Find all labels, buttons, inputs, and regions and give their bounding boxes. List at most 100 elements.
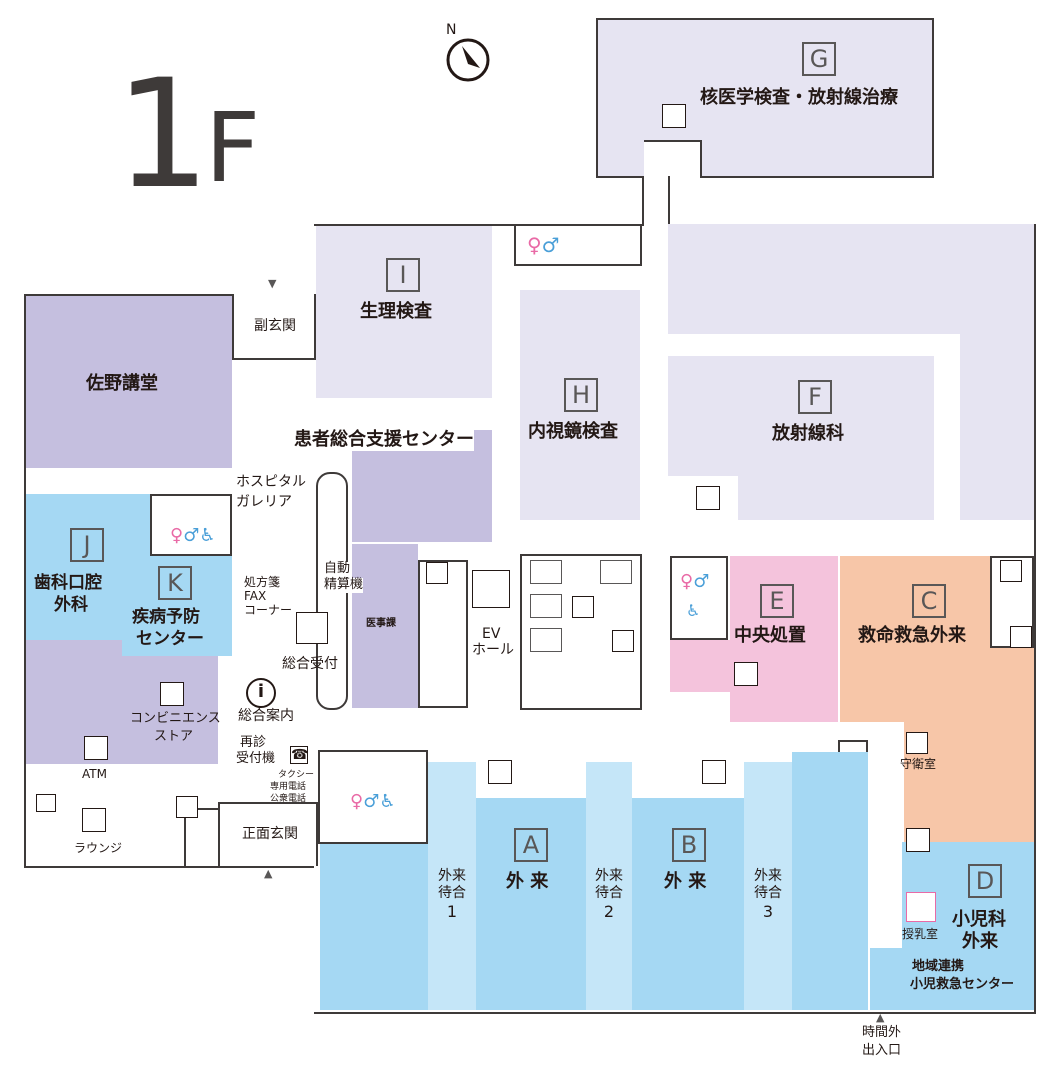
zone-a-left xyxy=(320,844,428,1010)
zone-e-name: 中央処置 xyxy=(734,625,806,646)
zone-c xyxy=(840,556,990,722)
zone-j-2 xyxy=(26,556,122,640)
elevator-car xyxy=(530,560,562,584)
zone-g-lower-left xyxy=(596,140,644,178)
zone-k-name-2: センター xyxy=(136,629,204,649)
elevator-car xyxy=(600,560,632,584)
after-hours-label-1: 時間外 xyxy=(862,1025,902,1040)
zone-a-letter: A xyxy=(514,828,548,862)
waiting-1-line-a: 外来 xyxy=(438,868,466,884)
zone-j-name-1: 歯科口腔 xyxy=(34,573,102,593)
side-entrance xyxy=(232,294,316,360)
zone-h xyxy=(520,290,640,520)
zone-j-name-2: 外科 xyxy=(54,595,88,615)
restroom-icon: ♀♂ xyxy=(527,233,560,257)
escalator-center xyxy=(418,560,468,708)
gallery-label-1: ホスピタル xyxy=(236,474,306,490)
elevator-car xyxy=(530,594,562,618)
zone-j-letter: J xyxy=(70,528,104,562)
waiting-2-line-c: 2 xyxy=(603,901,615,921)
main-entrance-arrow-icon: ▲ xyxy=(264,867,273,880)
zone-b-reception-gap xyxy=(632,752,744,798)
zone-c-3 xyxy=(990,648,1034,722)
zone-a-name: 外 来 xyxy=(506,871,549,892)
waiting-3-line-b: 待合 xyxy=(754,884,782,901)
lounge-label: ラウンジ xyxy=(74,841,123,855)
general-info-label: 総合案内 xyxy=(238,708,294,724)
zone-e-2 xyxy=(670,640,796,692)
escalator-icon xyxy=(1000,560,1022,582)
restroom-e-icon: ♀♂ xyxy=(680,571,710,592)
medical-affairs-label: 医事課 xyxy=(366,618,396,629)
waiting-1-line-b: 待合 xyxy=(438,884,466,901)
ev-hall-label-2: ホール xyxy=(472,642,514,658)
zone-sano-2 xyxy=(26,360,230,468)
zone-h-letter: H xyxy=(564,378,598,412)
support-center-label: 患者総合支援センター xyxy=(294,429,474,451)
zone-b-letter: B xyxy=(672,828,706,862)
zone-g-name: 核医学検査・放射線治療 xyxy=(700,87,898,108)
waiting-2-label: 外来 待合 2 xyxy=(589,868,629,921)
reception-icon xyxy=(488,760,512,784)
escalator-icon xyxy=(176,796,198,818)
north-label: N xyxy=(446,22,456,38)
zone-convenience xyxy=(122,656,218,764)
waiting-1 xyxy=(428,762,476,1010)
floor-number: 1 xyxy=(115,48,211,222)
revisit-label-2: 受付機 xyxy=(236,751,276,766)
waiting-3-label: 外来 待合 3 xyxy=(748,868,788,921)
lower-restroom xyxy=(318,750,428,844)
elevator-icon xyxy=(1010,626,1032,648)
zone-e-letter: E xyxy=(760,584,794,618)
waiting-2-line-a: 外来 xyxy=(595,868,623,884)
zone-f-letter: F xyxy=(798,380,832,414)
zone-k-name-1: 疾病予防 xyxy=(132,607,200,627)
guard-room-label: 守衛室 xyxy=(900,757,937,771)
elevator-car xyxy=(530,628,562,652)
zone-c-name: 救命救急外来 xyxy=(858,625,966,646)
zone-k-letter: K xyxy=(158,566,192,600)
convenience-label-2: ストア xyxy=(154,729,194,744)
waiting-3-line-c: 3 xyxy=(762,901,774,921)
after-hours-arrow-icon: ▲ xyxy=(876,1011,885,1024)
reception-icon xyxy=(702,760,726,784)
elevator-icon xyxy=(572,596,594,618)
taxi-label-2: 専用電話 xyxy=(270,782,307,792)
zone-right-blue xyxy=(792,752,868,1010)
escalator-icon xyxy=(426,562,448,584)
nursing-room-label: 授乳室 xyxy=(902,927,939,941)
regional-label-2: 小児救急センター xyxy=(910,977,1015,992)
restroom-top xyxy=(514,226,642,266)
zone-right-side xyxy=(960,224,1034,520)
zone-i-letter: I xyxy=(386,258,420,292)
reception-icon xyxy=(662,104,686,128)
side-entrance-label: 副玄関 xyxy=(254,318,296,334)
taxi-label-1: タクシー xyxy=(278,770,315,780)
lower-restroom-icon: ♀♂♿ xyxy=(350,791,396,812)
zone-b-name: 外 来 xyxy=(664,871,707,892)
auto-payment-label-1: 自動 xyxy=(324,561,351,577)
gallery-label-2: ガレリア xyxy=(236,494,292,510)
regional-label-1: 地域連携 xyxy=(912,959,965,974)
general-reception-icon xyxy=(296,612,328,644)
phone-icon: ☎ xyxy=(290,746,309,765)
auto-payment-label-2: 精算機 xyxy=(324,577,364,593)
taxi-label-3: 公衆電話 xyxy=(270,794,307,804)
general-reception-label: 総合受付 xyxy=(282,656,338,672)
nursing-room-icon xyxy=(906,892,936,922)
zone-f-name: 放射線科 xyxy=(772,423,844,444)
zone-medical-affairs xyxy=(352,544,418,708)
reception-icon xyxy=(696,486,720,510)
ev-hall-label-1: EV xyxy=(482,626,501,642)
wheelchair-icon: ♿ xyxy=(686,601,701,620)
prescription-label-2: FAX xyxy=(244,589,267,603)
reception-icon xyxy=(734,662,758,686)
elevator-icon xyxy=(472,570,510,608)
zone-e xyxy=(730,556,838,722)
floor-letter: F xyxy=(205,92,261,204)
restroom-j xyxy=(150,494,232,556)
lounge-icon xyxy=(82,808,106,832)
prescription-label-3: コーナー xyxy=(244,603,293,617)
atm-label: ATM xyxy=(82,767,107,781)
